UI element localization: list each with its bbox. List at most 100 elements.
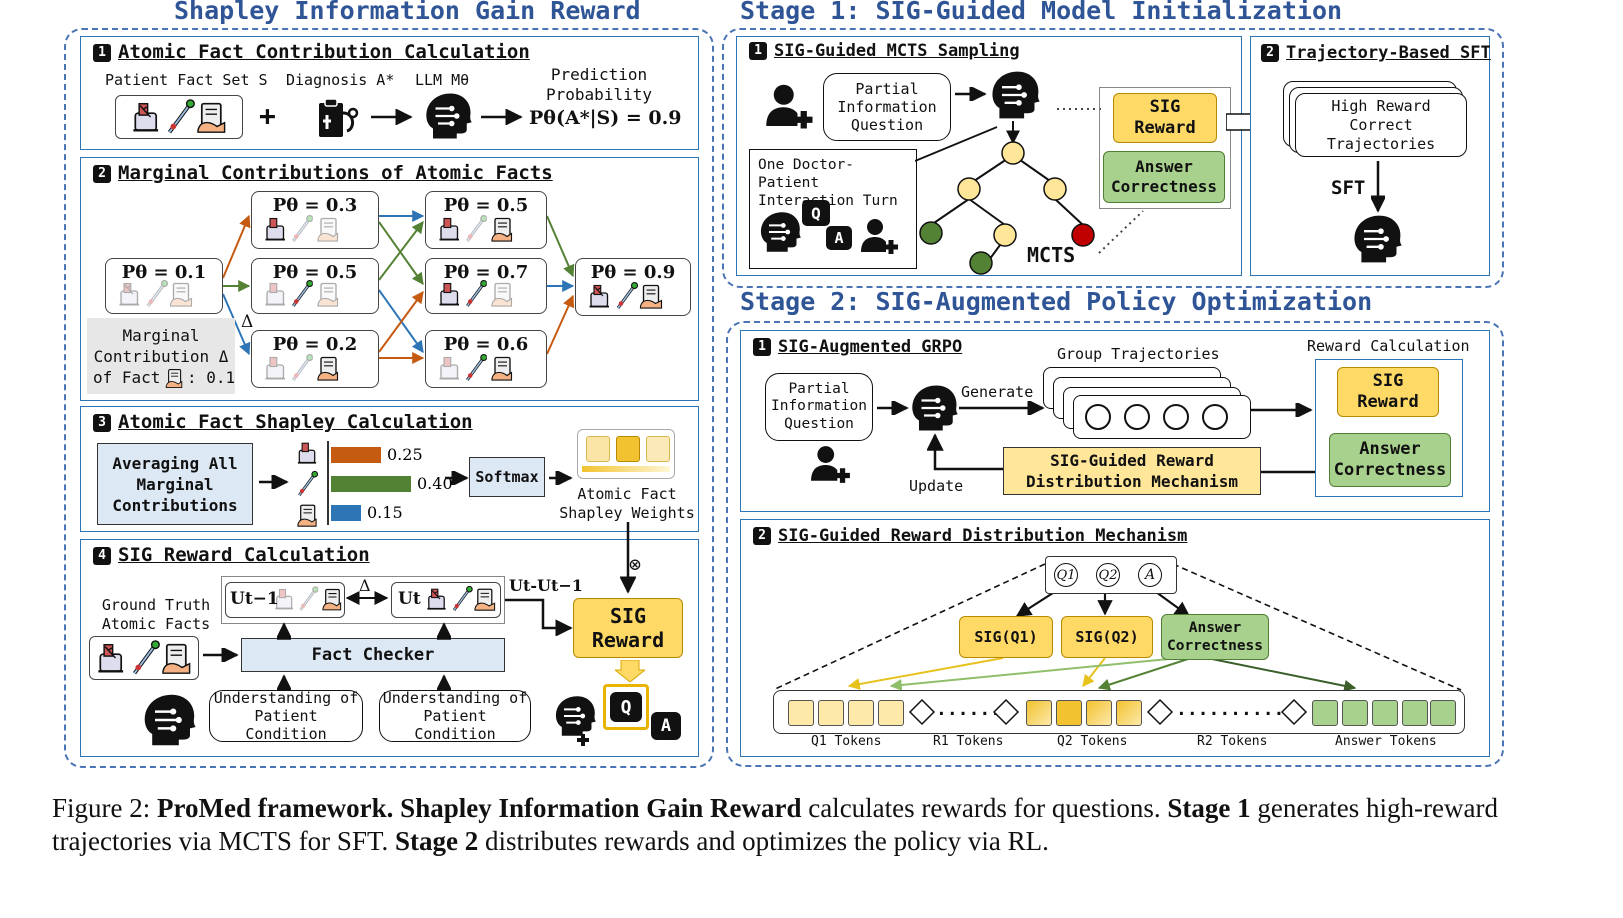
answer-icon: A	[826, 226, 852, 250]
trajectory-token-circles	[1085, 404, 1228, 430]
bubble-pointer	[915, 126, 998, 162]
r2-token-diamond	[1146, 698, 1174, 726]
step-number: 1	[93, 44, 111, 62]
trajectory-card-front	[1073, 395, 1251, 439]
panel-title-text: Trajectory-Based SFT	[1286, 43, 1491, 63]
q1-node: Q1	[1054, 563, 1078, 587]
sig-reward-box: SIG Reward	[1113, 93, 1217, 143]
r2-tokens-label: R2 Tokens	[1197, 734, 1268, 749]
answer-token	[1342, 700, 1368, 726]
question-icon: Q	[802, 200, 830, 226]
utility-container	[221, 576, 505, 624]
patient-user-plus-icon	[809, 443, 853, 485]
sft-label: SFT	[1331, 177, 1366, 199]
weight-cell	[616, 436, 640, 462]
q2-token	[1026, 700, 1052, 726]
weight-cell	[586, 436, 610, 462]
down-block-arrow	[615, 660, 645, 682]
doctor-head-icon	[759, 211, 802, 253]
coalition-node: Pθ = 0.5	[425, 191, 547, 249]
reward-calculation-box	[1315, 359, 1463, 497]
atomic-facts-icon	[118, 279, 193, 309]
model-head-icon	[991, 70, 1041, 120]
panel-title-text: Atomic Fact Shapley Calculation	[118, 411, 473, 433]
weight-cell	[646, 436, 670, 462]
patient-fact-set-label: Patient Fact Set S	[105, 71, 268, 89]
r1-token-diamond	[992, 698, 1020, 726]
delta-symbol: Δ	[241, 312, 254, 332]
generate-label: Generate	[961, 383, 1034, 401]
prediction-formula: Pθ(A*|S) = 0.9	[529, 107, 682, 129]
reward-calculation-label: Reward Calculation	[1307, 337, 1470, 355]
q2-token	[1056, 700, 1082, 726]
answer-correctness-box: Answer Correctness	[1329, 433, 1451, 487]
atomic-facts-icon	[438, 353, 513, 382]
answer-correctness-box: Answer Correctness	[1161, 614, 1269, 660]
caption-text-3: generates high-reward trajectories via M…	[52, 793, 1498, 856]
utility-prev-box: Ut−1	[225, 582, 345, 618]
r1-ellipsis: ......	[936, 699, 1002, 720]
probability-value: Pθ = 0.3	[272, 195, 358, 216]
caption-text-4: distributes rewards and optimizes the po…	[478, 826, 1049, 856]
high-reward-trajectories-card: High Reward Correct Trajectories	[1295, 93, 1467, 157]
marginal-contribution-callout: Marginal Contribution Δ of Fact : 0.1	[87, 318, 235, 394]
update-arrow	[927, 433, 1003, 471]
callout-line-2: Contribution Δ	[93, 347, 229, 366]
trained-model-head-icon	[1353, 214, 1403, 264]
diagnosis-label: Diagnosis A*	[286, 71, 395, 89]
diagnosis-stethoscope-icon	[319, 98, 359, 137]
r2-token-diamond	[1280, 698, 1308, 726]
step-number: 1	[753, 338, 771, 356]
group-trajectories-label: Group Trajectories	[1057, 345, 1220, 363]
panel-title-text: Atomic Fact Contribution Calculation	[118, 41, 530, 63]
dotted-link-bottom	[1098, 210, 1144, 254]
answer-node: A	[1138, 563, 1162, 587]
callout-line-1: Marginal	[122, 326, 200, 345]
token-sequence-bar: ...... ..........	[773, 690, 1465, 734]
coalition-node: Pθ = 0.1	[105, 258, 223, 314]
q2-token	[1116, 700, 1142, 726]
softmax-box: Softmax	[469, 457, 545, 497]
arrow-to-bars	[259, 475, 289, 489]
partial-info-question-bubble: Partial Information Question	[823, 73, 951, 141]
shapley-bar-label: 0.40	[417, 474, 453, 493]
arrow-up-prev	[277, 622, 291, 640]
stage2-container	[726, 321, 1504, 767]
sig-q1-box: SIG(Q1)	[959, 616, 1053, 658]
ground-truth-facts-box	[89, 636, 199, 680]
q1-token	[878, 700, 904, 726]
shapley-bar	[331, 476, 411, 492]
answer-token	[1372, 700, 1398, 726]
llm-head-icon	[425, 92, 473, 140]
probability-value: Pθ = 0.5	[272, 262, 358, 283]
ground-truth-facts-icon	[96, 639, 192, 676]
panel-title: 1 Atomic Fact Contribution Calculation	[93, 41, 530, 63]
sig-reward-section-title: Shapley Information Gain Reward	[174, 0, 641, 25]
figure-caption: Figure 2: ProMed framework. Shapley Info…	[52, 792, 1572, 858]
answer-token	[1402, 700, 1428, 726]
callout-value: : 0.1	[187, 368, 236, 387]
interaction-turn-box: One Doctor-Patient Interaction Turn Q A	[749, 149, 917, 269]
probability-value: Pθ = 0.1	[121, 262, 207, 283]
interaction-turn-label: One Doctor-Patient Interaction Turn	[758, 157, 898, 209]
shapley-bar-label: 0.25	[387, 445, 423, 464]
arrow-to-policy	[877, 401, 909, 415]
r1-token-diamond	[908, 698, 936, 726]
q1-token	[848, 700, 874, 726]
answer-token	[1430, 700, 1456, 726]
fact-checker-box: Fact Checker	[241, 638, 505, 672]
patient-facts-icon	[124, 98, 234, 136]
question-token-highlight: Q	[603, 684, 649, 730]
arrow-to-probability	[481, 109, 523, 125]
q2-node: Q2	[1096, 563, 1120, 587]
partial-info-question-bubble: Partial Information Question	[765, 373, 873, 441]
coalition-node: Pθ = 0.3	[251, 191, 379, 249]
llm-label: LLM Mθ	[415, 71, 470, 89]
